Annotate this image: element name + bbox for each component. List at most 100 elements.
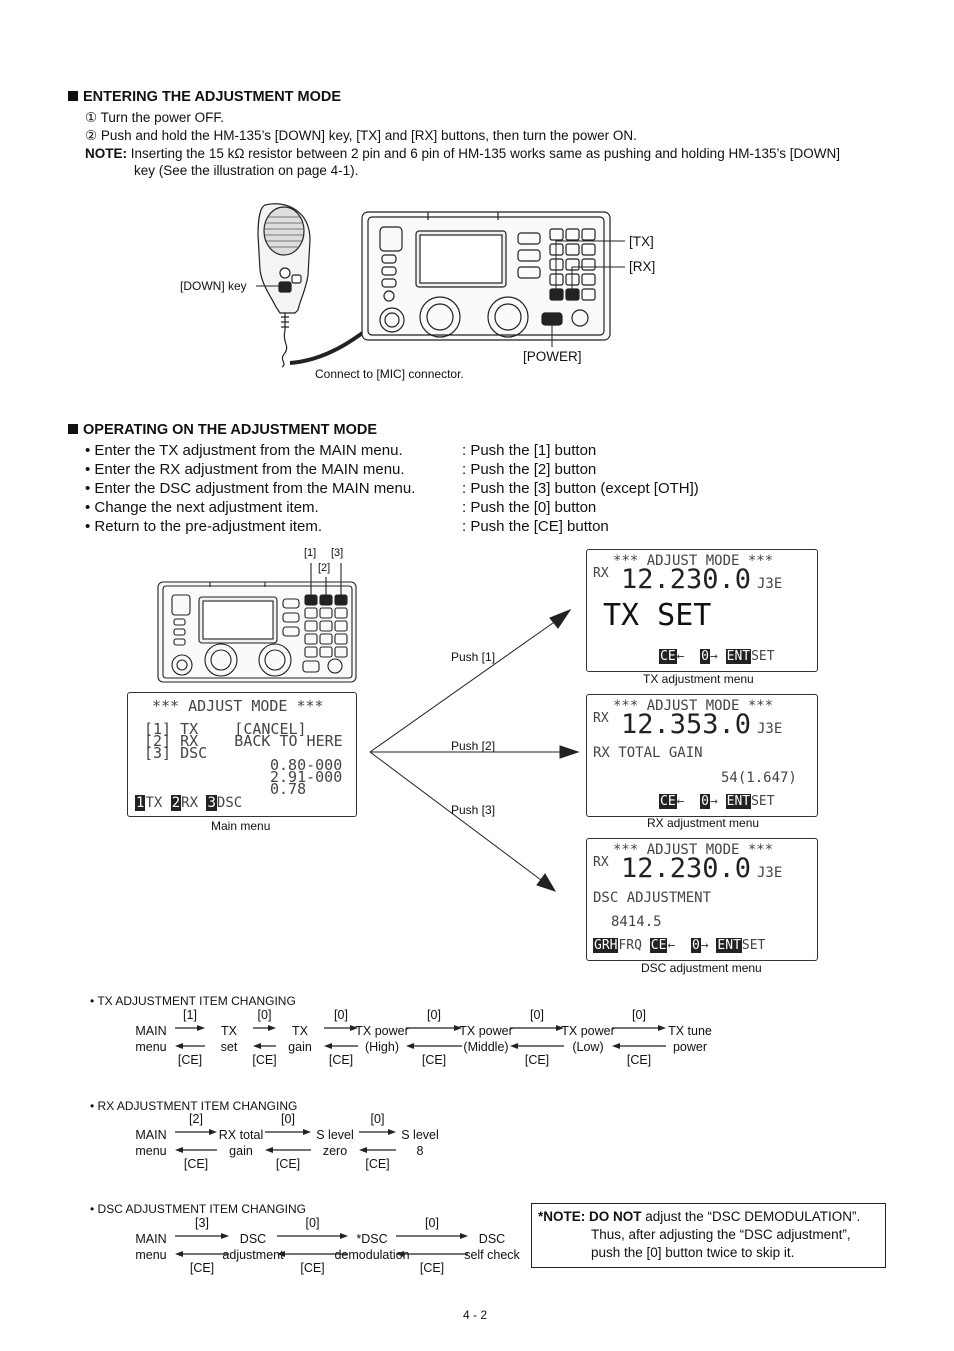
main-menu-screen: *** ADJUST MODE *** [1] TX [CANCEL] [2] … xyxy=(127,692,357,817)
lcd-title: RX TOTAL GAIN xyxy=(593,745,703,761)
lcd-line: J3E xyxy=(757,865,783,881)
radio-mic-illustration xyxy=(256,203,625,368)
lcd-line: RX xyxy=(593,566,609,581)
instruction-action: : Push the [1] button xyxy=(462,442,597,459)
tx-flow-title: • TX ADJUSTMENT ITEM CHANGING xyxy=(90,994,296,1008)
forward-arrowhead xyxy=(350,1025,358,1031)
instruction-row: • Enter the TX adjustment from the MAIN … xyxy=(85,442,403,459)
lcd-frequency: 12.230.0 xyxy=(621,853,752,884)
forward-key-label: [0] xyxy=(305,1216,320,1230)
back-arrowhead xyxy=(277,1251,285,1257)
flow-arrows-dsc xyxy=(175,1233,468,1257)
flow-node: TX power(High) xyxy=(355,1024,409,1054)
lcd-line: RX xyxy=(593,855,609,870)
forward-arrowhead xyxy=(658,1025,666,1031)
lcd-line: *** ADJUST MODE *** xyxy=(613,842,774,858)
lcd-footer: GRHFRQ CE← 0→ ENTSET xyxy=(593,938,766,953)
rx-flow-title: • RX ADJUSTMENT ITEM CHANGING xyxy=(90,1099,298,1113)
small-radio-illustration xyxy=(157,563,357,683)
forward-key-label: [0] xyxy=(257,1008,272,1022)
forward-arrowhead xyxy=(388,1129,396,1135)
lcd-footer: CE← 0→ ENTSET xyxy=(659,794,775,809)
dsc-flow-title: • DSC ADJUSTMENT ITEM CHANGING xyxy=(90,1202,306,1216)
lcd-footer: CE← 0→ ENTSET xyxy=(659,649,775,664)
forward-arrowhead xyxy=(303,1129,311,1135)
forward-arrowhead xyxy=(197,1025,205,1031)
instruction-action: : Push the [3] button (except [OTH]) xyxy=(462,480,699,497)
forward-arrowhead xyxy=(454,1025,462,1031)
page-number: 4 - 2 xyxy=(463,1308,488,1322)
flow-arrows xyxy=(369,608,580,892)
back-arrowhead xyxy=(359,1147,367,1153)
forward-key-label: [0] xyxy=(632,1008,646,1022)
back-arrowhead xyxy=(612,1043,620,1049)
forward-arrowhead xyxy=(460,1233,468,1239)
dsc-adjustment-screen: *** ADJUST MODE *** RX 12.230.0 J3E DSC … xyxy=(586,838,818,961)
back-key-label: [CE] xyxy=(524,1053,550,1067)
forward-arrowhead xyxy=(221,1233,229,1239)
instruction-action: : Push the [0] button xyxy=(462,499,597,516)
lcd-line: [1] TX [CANCEL] xyxy=(144,720,307,738)
button-3-label: [3] xyxy=(331,547,344,559)
lcd-line: [3] DSC xyxy=(144,744,208,762)
lcd-title: DSC ADJUSTMENT xyxy=(593,890,712,906)
rx-menu-caption: RX adjustment menu xyxy=(647,816,760,830)
back-key-label: [CE] xyxy=(275,1157,301,1171)
tx-menu-caption: TX adjustment menu xyxy=(643,672,754,686)
note-text-3: push the [0] button twice to skip it. xyxy=(591,1245,795,1260)
step-1: ① Turn the power OFF. xyxy=(85,110,224,125)
lcd-line: J3E xyxy=(757,576,783,592)
forward-key-label: [3] xyxy=(195,1216,209,1230)
instruction-row: • Return to the pre-adjustment item. xyxy=(85,518,323,535)
push-2-label: Push [2] xyxy=(451,739,496,753)
dsc-note-box: *NOTE: DO NOT adjust the “DSC DEMODULATI… xyxy=(531,1203,886,1268)
section-heading-operating: OPERATING ON THE ADJUSTMENT MODE xyxy=(68,422,377,438)
back-arrowhead xyxy=(253,1043,261,1049)
microphone-icon xyxy=(257,203,311,368)
back-key-label: [CE] xyxy=(252,1053,277,1067)
back-key-label: [CE] xyxy=(183,1157,209,1171)
back-arrowhead xyxy=(265,1147,273,1153)
power-label: [POWER] xyxy=(523,349,582,364)
forward-key-label: [0] xyxy=(530,1008,544,1022)
instruction-row: • Change the next adjustment item. xyxy=(85,499,319,516)
back-key-label: [CE] xyxy=(177,1053,203,1067)
forward-arrowhead xyxy=(556,1025,564,1031)
flow-node: TX power(Low) xyxy=(561,1024,615,1054)
lcd-footer: 1TX 2RX 3DSC xyxy=(135,795,243,811)
main-menu-caption: Main menu xyxy=(211,819,271,833)
note-line-1: NOTE: Inserting the 15 kΩ resistor betwe… xyxy=(85,146,840,161)
back-key-label: [CE] xyxy=(365,1157,390,1171)
back-arrowhead xyxy=(324,1043,332,1049)
lcd-line: *** ADJUST MODE *** xyxy=(152,697,324,715)
forward-key-label: [0] xyxy=(370,1112,385,1126)
back-key-label: [CE] xyxy=(189,1261,215,1275)
lcd-value: 54(1.647) xyxy=(721,770,797,786)
lcd-frequency: 12.353.0 xyxy=(621,709,752,740)
forward-key-label: [2] xyxy=(189,1112,203,1126)
flow-node: TX power(Middle) xyxy=(459,1024,513,1054)
back-arrowhead xyxy=(510,1043,518,1049)
step-2: ② Push and hold the HM-135’s [DOWN] key,… xyxy=(85,128,637,143)
lcd-line: RX xyxy=(593,711,609,726)
note-line-2: key (See the illustration on page 4-1). xyxy=(134,163,359,178)
push-1-label: Push [1] xyxy=(451,650,496,664)
instruction-row: • Enter the DSC adjustment from the MAIN… xyxy=(85,480,416,497)
rx-adjustment-screen: *** ADJUST MODE *** RX 12.353.0 J3E RX T… xyxy=(586,694,818,817)
back-key-label: [CE] xyxy=(421,1053,447,1067)
back-key-label: [CE] xyxy=(419,1261,445,1275)
back-key-label: [CE] xyxy=(626,1053,652,1067)
push-3-label: Push [3] xyxy=(451,803,496,817)
note-text-1: *NOTE: DO NOT adjust the “DSC DEMODULATI… xyxy=(538,1209,861,1224)
tx-label: [TX] xyxy=(629,234,654,249)
forward-key-label: [1] xyxy=(183,1008,197,1022)
rx-label: [RX] xyxy=(629,259,656,274)
